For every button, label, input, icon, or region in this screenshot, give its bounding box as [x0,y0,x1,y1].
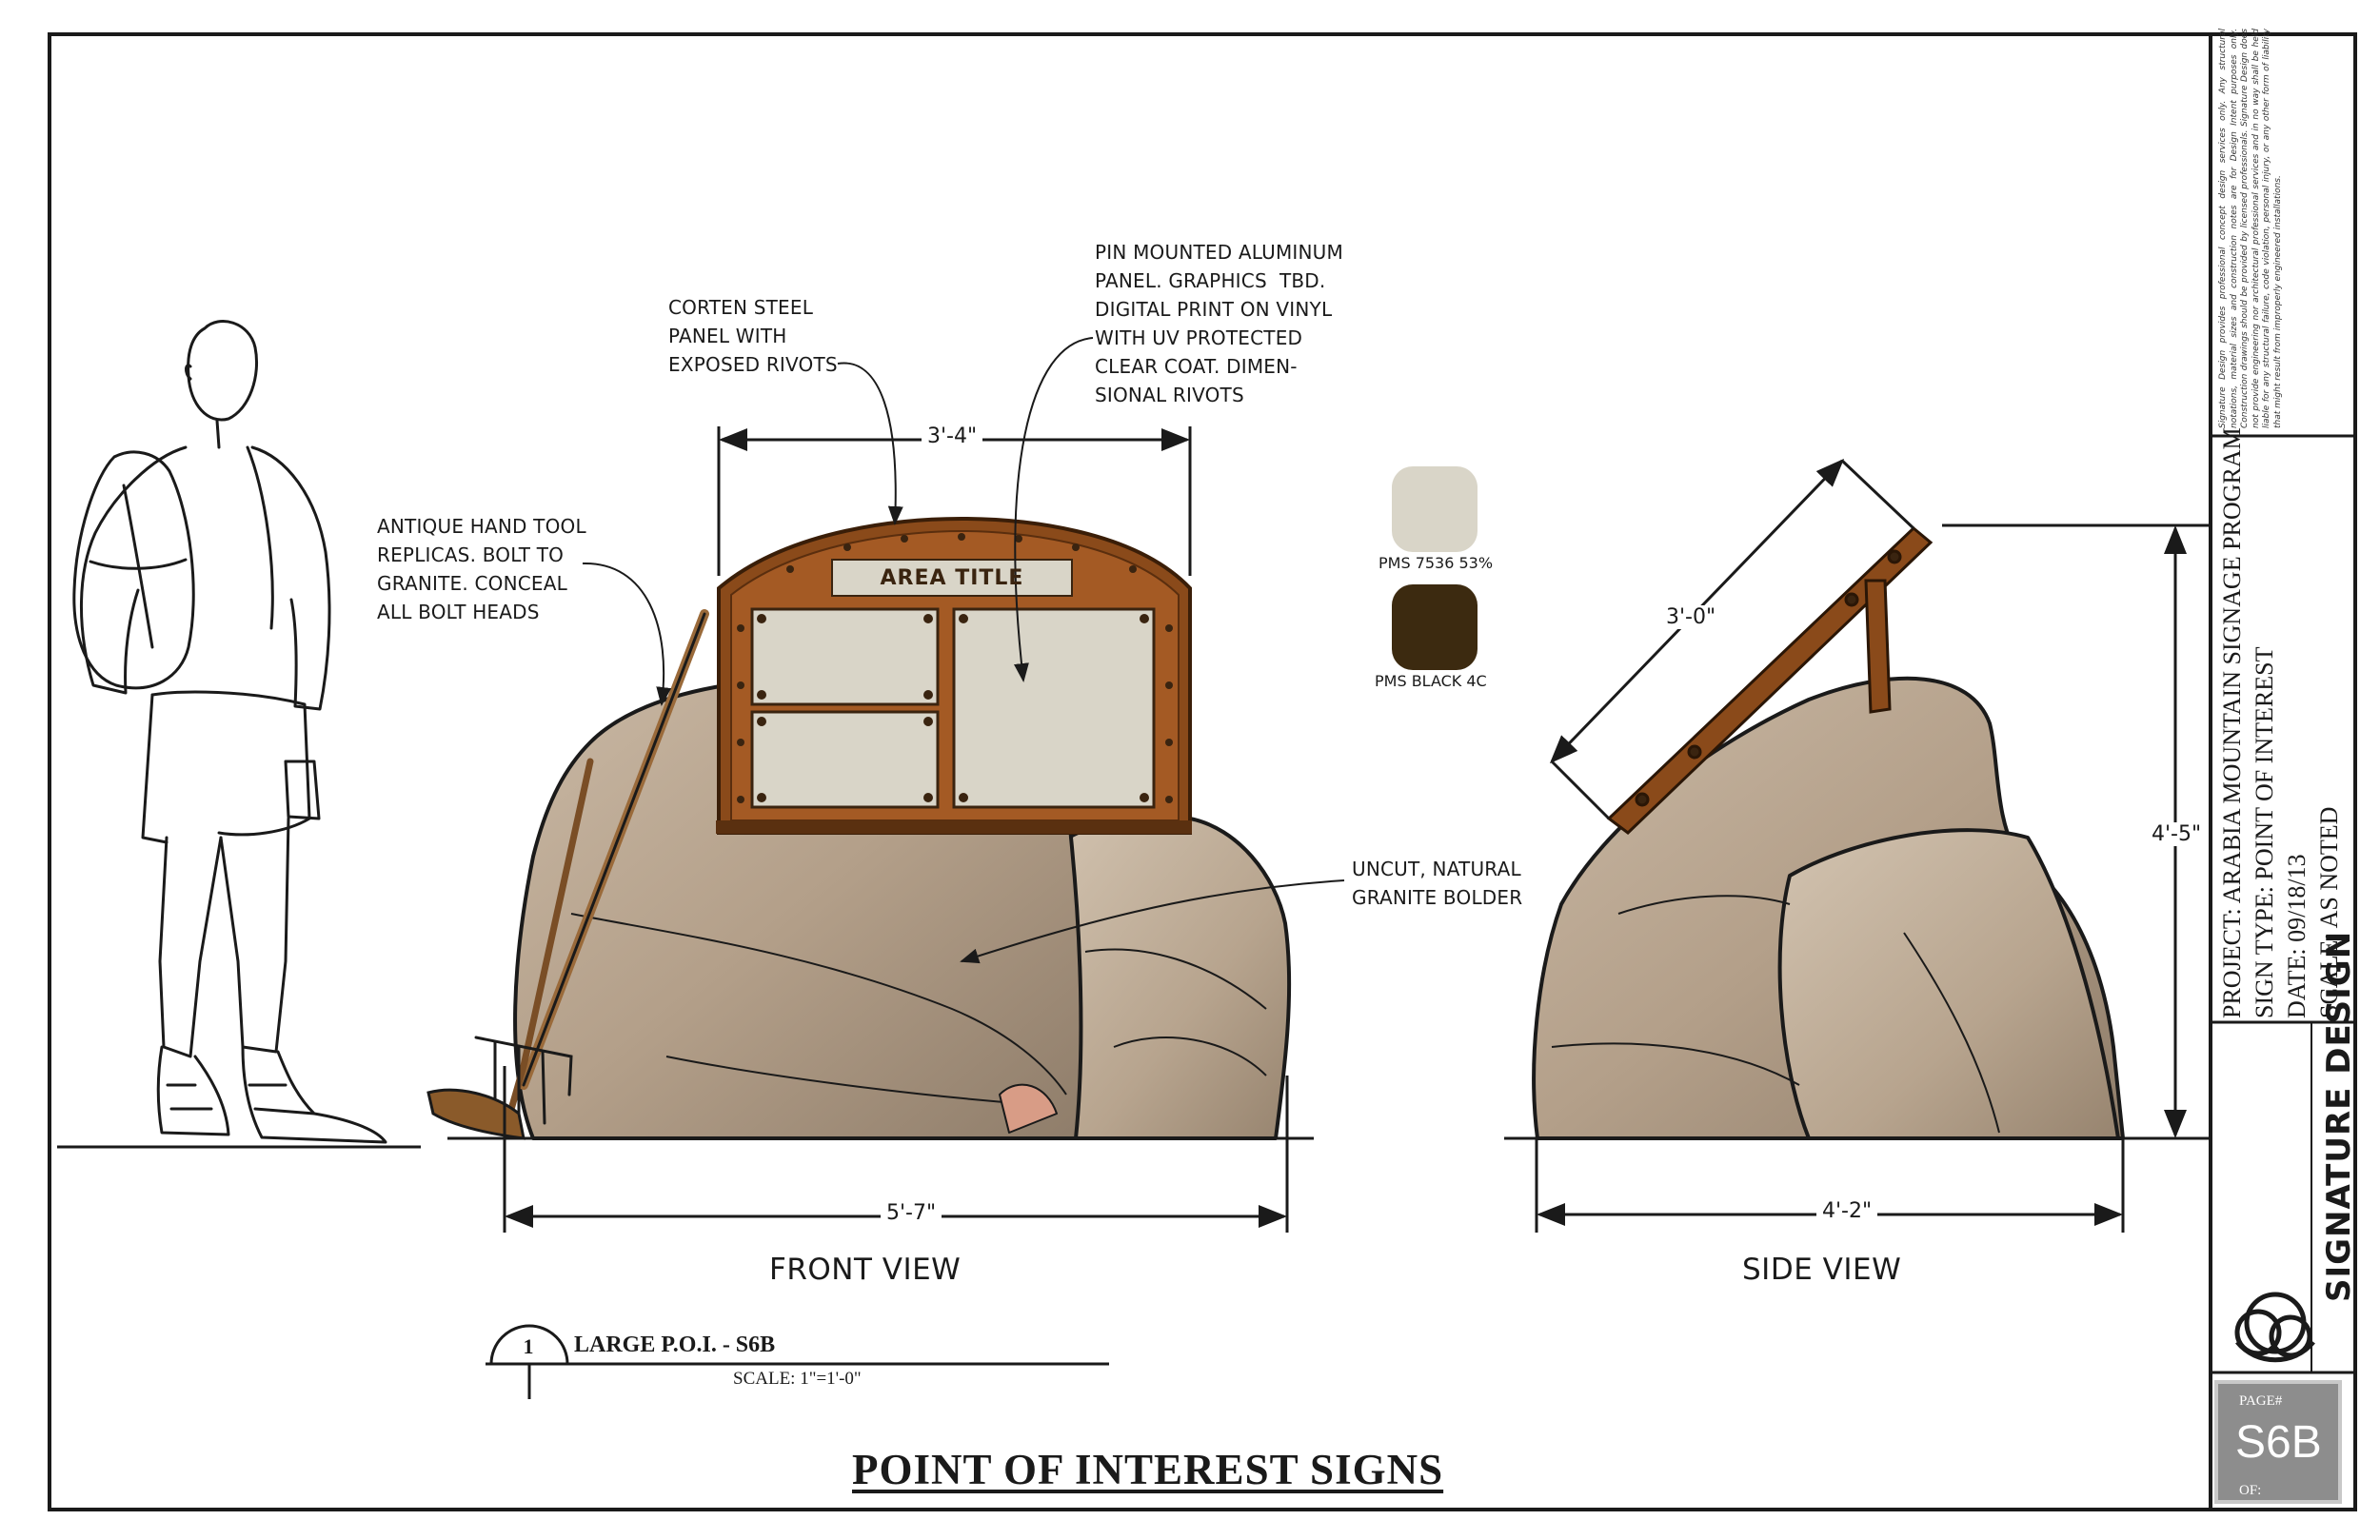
sheet-border [48,32,2357,1511]
dim-side-height: 4'-5" [2146,822,2208,846]
callout-granite-boulder: UNCUT, NATURAL GRANITE BOLDER [1352,858,1523,909]
callout-aluminum-panel: PIN MOUNTED ALUMINUM PANEL. GRAPHICS TBD… [1095,241,1343,406]
page-number: S6B [2235,1417,2322,1468]
leader-lines [582,337,1345,964]
page-label: PAGE# [2239,1393,2283,1409]
sign-type-line: SIGN TYPE: POINT OF INTEREST [2251,646,2278,1018]
front-view-title: FRONT VIEW [769,1253,962,1287]
brand-name: SIGNATURE DESIGN [2320,930,2358,1302]
detail-title: LARGE P.O.I. - S6B [574,1333,776,1357]
detail-scale: SCALE: 1"=1'-0" [733,1369,862,1389]
disclaimer-text: Signature Design provides professional c… [2218,29,2283,428]
area-title-plate: AREA TITLE [880,566,1024,590]
color-swatch-pms-7536 [1392,466,1478,552]
detail-callout [486,1324,1109,1399]
callout-antique-tools: ANTIQUE HAND TOOL REPLICAS. BOLT TO GRAN… [377,515,586,623]
side-view-title: SIDE VIEW [1742,1253,1902,1287]
antique-hand-tools [426,609,709,1140]
callout-corten-steel: CORTEN STEEL PANEL WITH EXPOSED RIVOTS [668,296,838,376]
project-line: PROJECT: ARABIA MOUNTAIN SIGNAGE PROGRAM [2218,427,2246,1018]
dim-side-slope: 3'-0" [1660,605,1722,629]
date-line: DATE: 09/18/13 [2283,854,2311,1018]
page-number-box: PAGE# S6B OF: [2214,1380,2342,1504]
color-swatch-pms-black [1392,584,1478,670]
sheet-title: POINT OF INTEREST SIGNS [852,1446,1444,1493]
signature-design-logo [2234,1292,2315,1363]
corten-sign-panel [716,516,1192,835]
detail-number: 1 [523,1334,534,1358]
dim-front-width: 5'-7" [881,1201,942,1225]
side-boulder [1532,676,2125,1140]
human-figure [72,320,387,1144]
dim-side-width: 4'-2" [1816,1199,1878,1223]
page-of-label: OF: [2239,1483,2262,1498]
swatch-label-pms-black: PMS BLACK 4C [1375,672,1487,690]
dim-sign-width: 3'-4" [922,424,983,448]
swatch-label-pms-7536: PMS 7536 53% [1378,554,1494,572]
